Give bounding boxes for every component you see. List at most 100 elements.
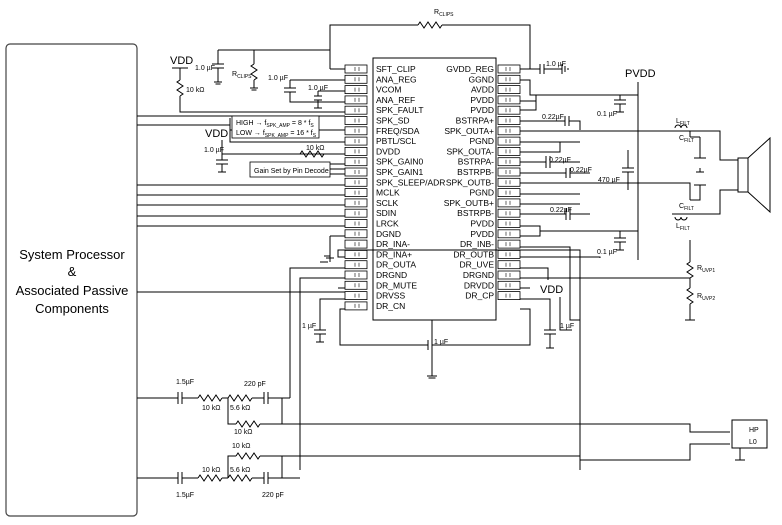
cap-01-1-label: 0.1 µF: [597, 111, 617, 118]
cfilt-b-label: CFILT: [679, 203, 694, 212]
ic-right-pin-label: PVDD: [470, 105, 494, 115]
ic-right-pin-label: SPK_OUTA+: [444, 126, 494, 136]
vdd-mid-label: VDD: [205, 128, 228, 140]
ic-pin-box: [344, 95, 368, 105]
ic-right-pins: GVDD_REGGGNDAVDDPVDDPVDDBSTRPA+SPK_OUTA+…: [444, 64, 521, 301]
ic-left-pin-label: DRVSS: [376, 291, 405, 301]
ic-left-pin-label: DR_INA-: [376, 239, 410, 249]
ic-left-pin-label: DGND: [376, 229, 401, 239]
rclips-network: RCLIPS: [329, 9, 531, 69]
ic-right-pin-label: PGND: [469, 188, 494, 198]
ic-pin-box: [344, 116, 368, 125]
ic-left-pin-label: ANA_REF: [376, 95, 415, 105]
res-10k-mid-label: 10 kΩ: [306, 145, 324, 152]
ic-pin-box: [344, 74, 368, 84]
ic-right-pin-label: DR_INB-: [460, 239, 494, 249]
ic-left-pin-label: DR_OUTA: [376, 260, 416, 270]
cap-470-label: 470 µF: [598, 177, 620, 184]
cap-1u-c-label: 1.0 µF: [308, 85, 328, 92]
ic-right-pin-label: DRVDD: [464, 280, 494, 290]
vdd-top-network: VDD 10 kΩ 1.0 µF RCLIPS 1.0 µF 1.0 µF: [170, 49, 345, 113]
ic-pin-box: [344, 219, 368, 228]
ic-pin-box: [344, 157, 368, 167]
ic-pin-box: [497, 177, 521, 187]
freq-note-box: HIGH → fSPK_AMP = 8 * fS LOW → fSPK_AMP …: [231, 115, 320, 139]
ic-right-pin-label: SPK_OUTB+: [444, 198, 494, 208]
hp-label-b: L0: [749, 439, 757, 446]
in1-cf-label: 220 pF: [244, 381, 266, 388]
ic-left-pin-label: LRCK: [376, 219, 399, 229]
cap-1u-a-label: 1.0 µF: [195, 65, 215, 72]
ic-right-pin-label: SPK_OUTB-: [446, 177, 494, 187]
ic-pin-box: [344, 270, 368, 280]
ic-pin-box: [344, 301, 368, 311]
lfilt-a-label: LFILT: [676, 118, 690, 127]
ic-pin-box: [497, 167, 521, 177]
ic-pin-box: [497, 208, 521, 218]
ic-pin-box: [497, 280, 521, 290]
vdd-right-label: VDD: [540, 284, 563, 296]
ic-right-pin-label: GVDD_REG: [446, 64, 494, 74]
ruvp2-label: RUVP2: [697, 293, 715, 302]
vdd-top-label: VDD: [170, 55, 193, 67]
ic-pin-box: [497, 116, 521, 125]
ic-pin-box: [344, 136, 368, 146]
cap-022-3-label: 0.22µF: [570, 167, 592, 174]
ic-pin-box: [497, 146, 521, 156]
ic-pin-box: [497, 270, 521, 280]
svg-text:LOW → fSPK_AMP = 16 * fS: LOW → fSPK_AMP = 16 * fS: [236, 130, 317, 139]
system-label-line1: System Processor: [19, 247, 125, 262]
hp-label-a: HP: [749, 427, 759, 434]
ic-pin-box: [497, 219, 521, 228]
ic-pin-box: [344, 64, 368, 74]
ic-left-pin-label: DR_CN: [376, 301, 405, 311]
in2-rf-label: 10 kΩ: [232, 443, 250, 450]
ic-pin-box: [344, 198, 368, 208]
ic-left-pin-label: ANA_REG: [376, 74, 417, 84]
ic-pin-box: [497, 229, 521, 239]
ic-pin-box: [497, 105, 521, 115]
ic-left-pin-label: DRGND: [376, 270, 407, 280]
ic-pin-box: [344, 167, 368, 177]
cap-01-2-label: 0.1 µF: [597, 249, 617, 256]
ic-pin-box: [497, 249, 521, 259]
in2-r2-label: 5.6 kΩ: [230, 467, 250, 474]
in2-cap-label: 1.5µF: [176, 492, 194, 499]
ic-right-pin-label: BSTRPB-: [457, 208, 494, 218]
processor-bus: [137, 184, 345, 293]
ic-pin-box: [344, 260, 368, 270]
cap-1u-e-label: 1.0 µF: [546, 61, 566, 68]
ic-pin-box: [344, 280, 368, 290]
vdd-mid-network: VDD 10 kΩ 1.0 µF: [204, 128, 345, 173]
ic-pin-box: [497, 95, 521, 105]
headphone-driver-left: 1 µF 1 µF: [289, 235, 581, 470]
ic-pin-box: [344, 208, 368, 218]
cap-1u-d-label: 1.0 µF: [204, 147, 224, 154]
ic-right-pin-label: DR_CP: [465, 291, 494, 301]
cap-1u-bottom-label: 1 µF: [434, 339, 448, 346]
cap-1u-right-label: 1 µF: [560, 323, 574, 330]
ic-pin-box: [497, 126, 521, 136]
ic-right-pin-label: PVDD: [470, 219, 494, 229]
ic-right-pin-label: DR_UVE: [460, 260, 495, 270]
cap-1u-b-label: 1.0 µF: [268, 75, 288, 82]
lfilt-b-label: LFILT: [676, 223, 690, 232]
ic-right-pin-label: SPK_OUTA-: [446, 146, 494, 156]
gain-set-box: Gain Set by Pin Decode: [249, 161, 345, 178]
ic-left-pin-label: SCLK: [376, 198, 399, 208]
system-label-line2: &: [68, 264, 77, 279]
ic-right-pin-label: DR_OUTB: [453, 249, 494, 259]
in1-r2-label: 5.6 kΩ: [230, 405, 250, 412]
ic-left-pins: SFT_CLIPANA_REGVCOMANA_REFSPK_FAULTSPK_S…: [344, 64, 445, 311]
cap-022-2-label: 0.22µF: [549, 157, 571, 164]
ic-pin-box: [497, 291, 521, 301]
input-network-1: 1.5µF 10 kΩ 5.6 kΩ 220 pF 10 kΩ: [137, 379, 730, 436]
system-label-line4: Components: [35, 301, 109, 316]
cap-022-1-label: 0.22µF: [542, 114, 564, 121]
ic-left-pin-label: DR_MUTE: [376, 280, 417, 290]
ic-right-pin-label: PVDD: [470, 229, 494, 239]
ic-right-pin-label: BSTRPB-: [457, 167, 494, 177]
ic-pin-box: [497, 188, 521, 198]
in1-rf-label: 10 kΩ: [234, 429, 252, 436]
